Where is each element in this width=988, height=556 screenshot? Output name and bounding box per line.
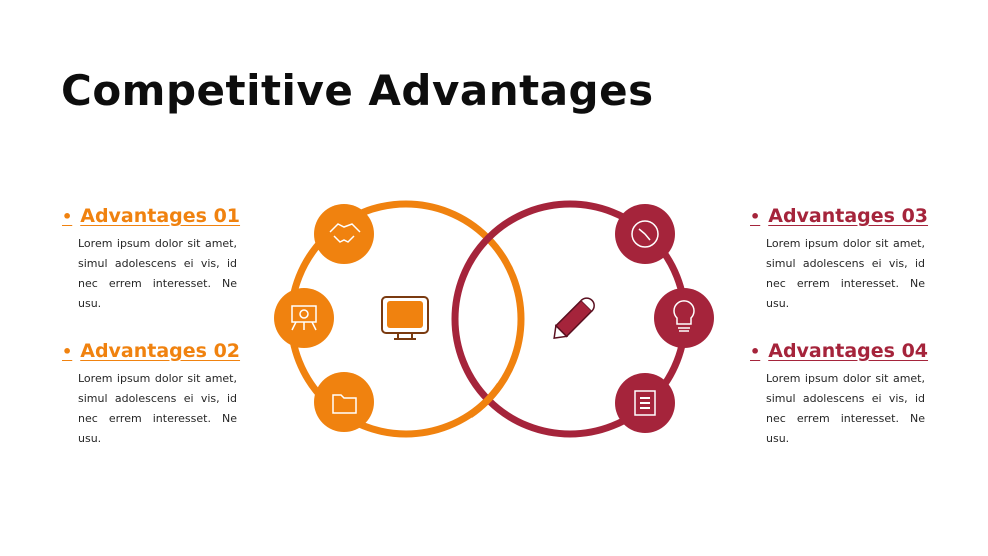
clock-icon (615, 204, 675, 264)
pencil-icon (553, 297, 595, 340)
document-icon (615, 373, 675, 433)
bullet-icon: • (62, 341, 73, 361)
page-title: Competitive Advantages (61, 66, 654, 115)
handshake-icon (314, 204, 374, 264)
presentation-chart-icon (274, 288, 334, 348)
bullet-icon: • (750, 341, 761, 361)
advantage-title: Advantages 02 (80, 340, 241, 362)
advantage-02: • Advantages 02 Lorem ipsum dolor sit ame… (62, 340, 241, 449)
advantage-text: Lorem ipsum dolor sit amet, simul adoles… (766, 237, 925, 310)
folder-icon (314, 372, 374, 432)
bullet-icon: • (62, 206, 73, 226)
monitor-icon (381, 296, 429, 340)
advantage-01: • Advantages 01 Lorem ipsum dolor sit ame… (62, 205, 241, 314)
advantage-text: Lorem ipsum dolor sit amet, simul adoles… (766, 372, 925, 445)
advantage-title: Advantages 03 (768, 205, 929, 227)
bullet-icon: • (750, 206, 761, 226)
advantage-title: Advantages 01 (80, 205, 241, 227)
advantage-text: Lorem ipsum dolor sit amet, simul adoles… (78, 372, 237, 445)
advantage-text: Lorem ipsum dolor sit amet, simul adoles… (78, 237, 237, 310)
advantage-title: Advantages 04 (768, 340, 929, 362)
advantage-04: • Advantages 04 Lorem ipsum dolor sit ame… (750, 340, 929, 449)
lightbulb-icon (654, 288, 714, 348)
advantage-03: • Advantages 03 Lorem ipsum dolor sit ame… (750, 205, 929, 314)
